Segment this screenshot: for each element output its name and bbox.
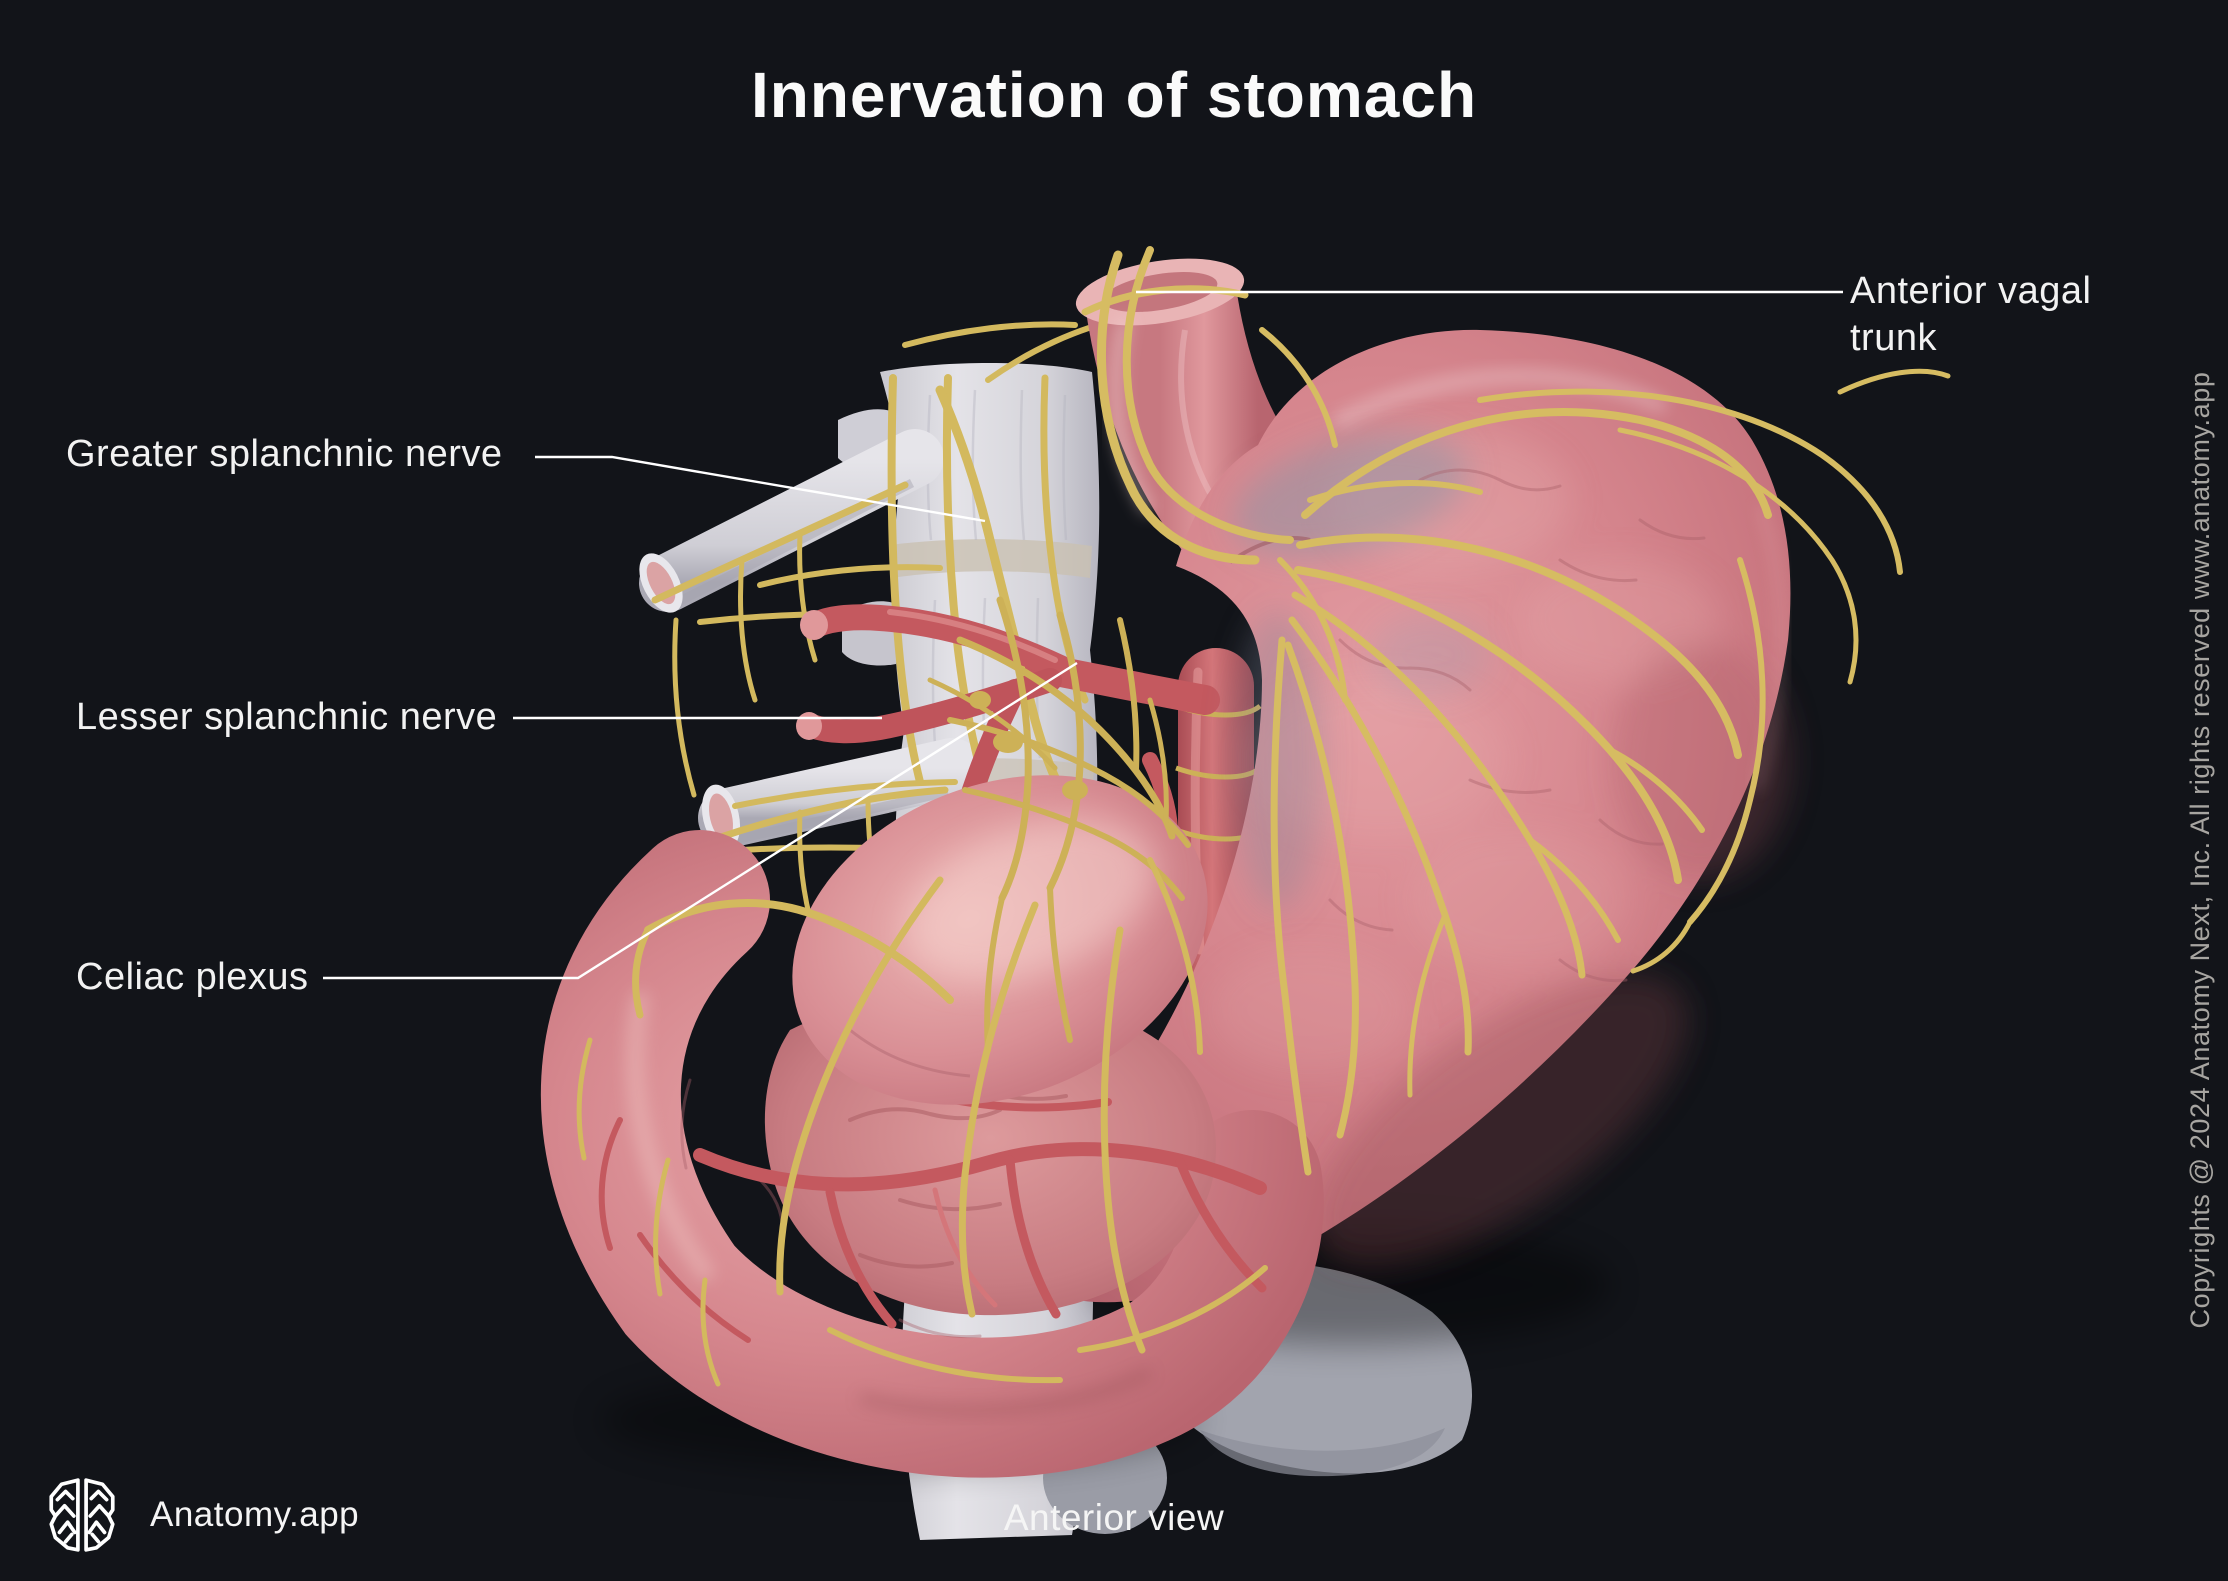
annotation-celiac-plexus: Celiac plexus (76, 956, 309, 998)
leader-lines (323, 290, 1843, 980)
page-title: Innervation of stomach (750, 59, 1478, 131)
copyright-text: Copyrights @ 2024 Anatomy Next, Inc. All… (2185, 371, 2215, 1329)
anterior-vagal-trunk-nerves (1081, 246, 1338, 565)
duodenal-nerve-branches (576, 857, 1268, 1387)
gastric-nerve-branches (1270, 368, 1951, 1176)
annotation-anterior-vagal-trunk: Anterior vagal trunk (1850, 270, 2092, 359)
leader-greater-splanchnic (535, 455, 986, 523)
rib-upper (639, 429, 944, 613)
celiac-plexus-nerves (927, 596, 1191, 1053)
brand-name: Anatomy.app (150, 1495, 360, 1534)
leader-celiac-plexus (323, 661, 1078, 980)
view-caption: Anterior view (1003, 1497, 1225, 1538)
annotation-lesser-splanchnic-nerve: Lesser splanchnic nerve (76, 696, 498, 738)
annotation-greater-splanchnic-nerve: Greater splanchnic nerve (66, 433, 503, 475)
rib-nerve-upper (651, 481, 909, 604)
stomach-antrum (792, 775, 1208, 1105)
brain-logo-icon (49, 1478, 115, 1552)
brand-footer: Anatomy.app (42, 1474, 359, 1556)
rib-nerve-lower (714, 786, 949, 842)
